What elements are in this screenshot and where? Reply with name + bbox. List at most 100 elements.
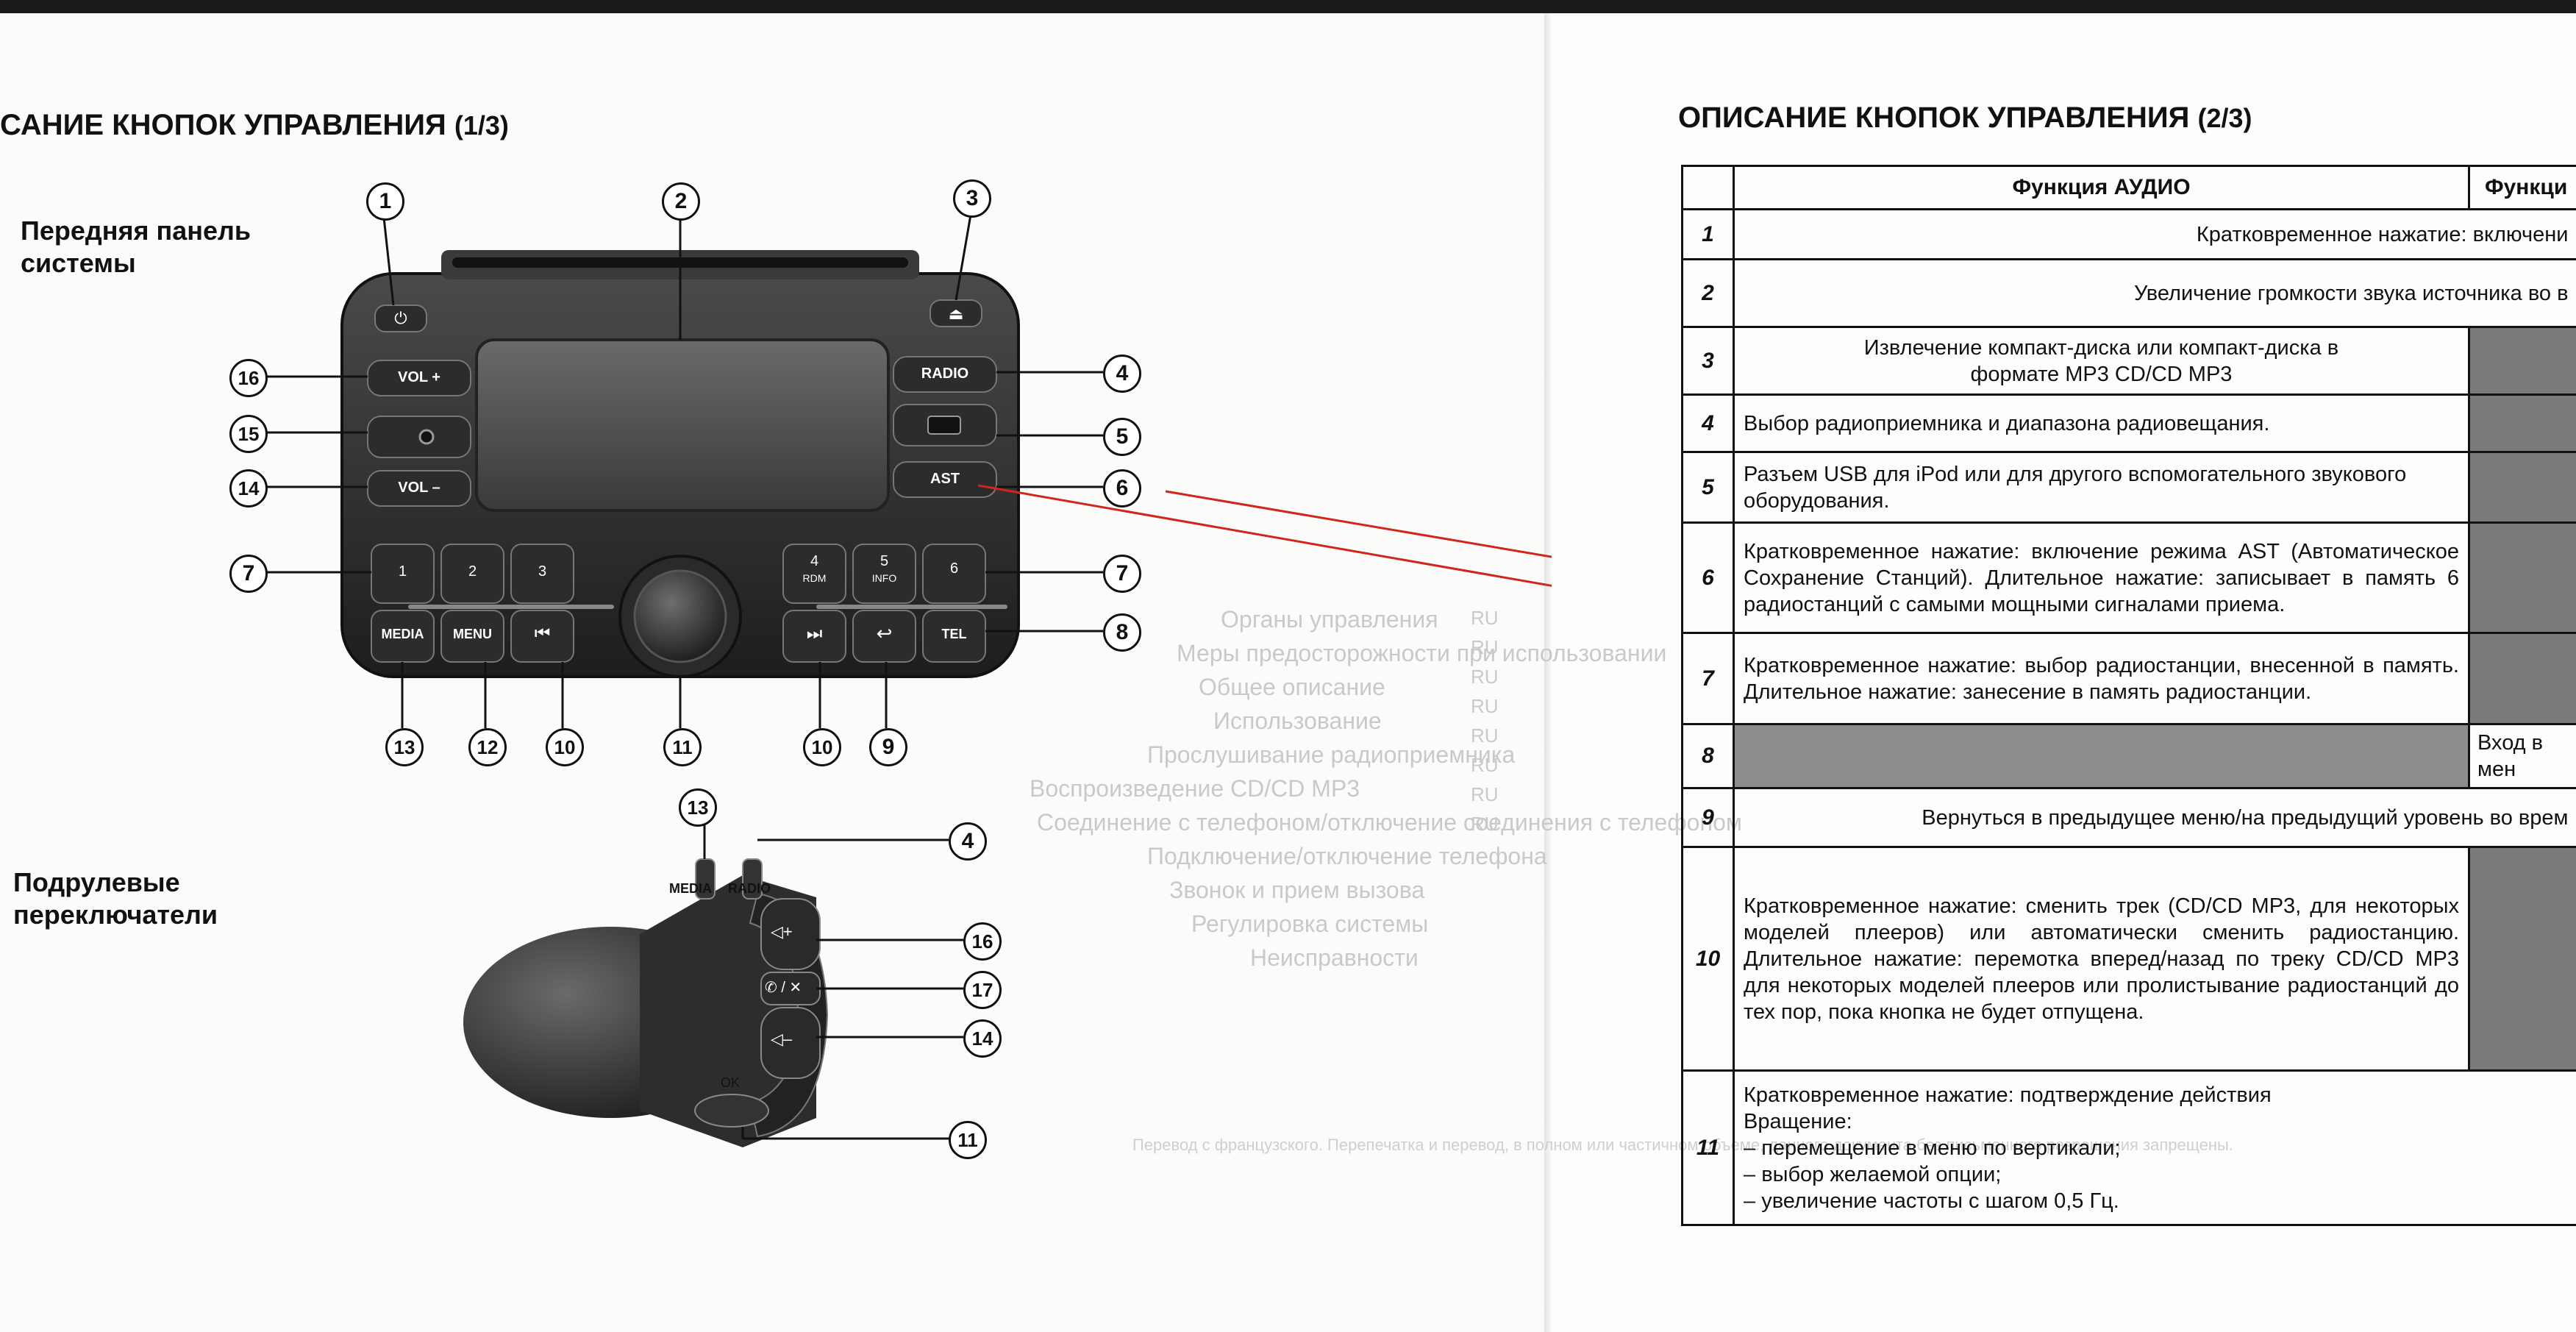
preset-5-button xyxy=(852,544,916,604)
callout-6: 6 xyxy=(1103,469,1141,507)
callout-14: 14 xyxy=(229,469,268,507)
callout-3: 3 xyxy=(953,179,991,218)
preset-4-button xyxy=(782,544,846,604)
callout-4-stalk: 4 xyxy=(949,822,987,861)
callout-14-stalk: 14 xyxy=(963,1019,1002,1058)
preset-3-label: 3 xyxy=(538,563,547,580)
stalk-volume-down xyxy=(760,1007,821,1079)
callout-16-stalk: 16 xyxy=(963,922,1002,961)
radio-button xyxy=(893,356,997,393)
left-page-title: САНИЕ КНОПОК УПРАВЛЕНИЯ (1/3) xyxy=(0,109,509,141)
menu-label: MENU xyxy=(453,627,492,641)
back-icon: ↩ xyxy=(876,622,893,644)
stalk-radio-button xyxy=(742,858,763,900)
stalk-volume-up xyxy=(760,898,821,970)
callout-13-stalk: 13 xyxy=(679,788,717,827)
header-num xyxy=(1681,165,1735,210)
table-row: 9 Вернуться в предыдущее меню/на предыду… xyxy=(1681,787,2576,848)
media-label: MEDIA xyxy=(381,627,424,641)
bleed-through-text: Подключение/отключение телефона xyxy=(1147,843,1547,869)
bleed-through-text: Неисправности xyxy=(1250,944,1419,971)
back-button xyxy=(852,610,916,663)
table-header-row: Функция АУДИО Функци xyxy=(1681,165,2576,210)
tel-label: TEL xyxy=(941,627,967,641)
preset-1-button xyxy=(371,544,435,604)
callout-11: 11 xyxy=(663,728,702,766)
callout-5: 5 xyxy=(1103,418,1141,456)
callout-7-right: 7 xyxy=(1103,555,1141,593)
callout-4: 4 xyxy=(1103,355,1141,393)
callout-leaders xyxy=(265,214,1103,1140)
callout-8: 8 xyxy=(1103,613,1141,652)
aux-jack xyxy=(418,429,435,445)
vol-minus-label: VOL – xyxy=(398,480,440,496)
bleed-through-text: Органы управления xyxy=(1221,606,1438,633)
table-row: 5 Разъем USB для iPod или для другого вс… xyxy=(1681,451,2576,524)
bleed-through-text: Регулировка системы xyxy=(1191,911,1429,937)
header-other: Функци xyxy=(2468,165,2576,210)
vol-minus-button xyxy=(367,470,471,507)
callout-13: 13 xyxy=(385,728,424,766)
power-button xyxy=(374,304,427,332)
radio-diagram xyxy=(265,214,1552,1147)
bleed-through-text: Воспроизведение CD/CD MP3 xyxy=(1030,775,1360,802)
bleed-through-text: Звонок и прием вызова xyxy=(1169,877,1425,903)
callout-2: 2 xyxy=(662,182,700,221)
bleed-through-text: Меры предосторожности при использовании xyxy=(1177,640,1667,666)
preset-2-button xyxy=(440,544,504,604)
chrome-strip xyxy=(816,605,1007,609)
list-item: перемещение в меню по вертикали; xyxy=(1744,1135,2461,1161)
callout-9: 9 xyxy=(869,728,907,766)
stalk-radio-label: RADIO xyxy=(728,881,771,896)
rotary-knob xyxy=(633,569,727,663)
next-track-icon: ⏭ xyxy=(806,624,823,644)
callout-7-left: 7 xyxy=(229,555,268,593)
callout-17: 17 xyxy=(963,971,1002,1009)
callout-10-left: 10 xyxy=(546,728,584,766)
steering-controls-label: Подрулевые переключатели xyxy=(13,867,218,930)
table-row: 10 Кратковременное нажатие: сменить трек… xyxy=(1681,846,2576,1072)
list-item: выбор желаемой опции; xyxy=(1744,1161,2461,1188)
prev-track-button xyxy=(510,610,574,663)
stalk-media-label: MEDIA xyxy=(669,881,712,896)
right-page-title: ОПИСАНИЕ КНОПОК УПРАВЛЕНИЯ (2/3) xyxy=(1678,101,2252,134)
stalk-vol-down-icon: ◁– xyxy=(771,1030,793,1048)
prev-track-icon: ⏮ xyxy=(534,624,551,644)
power-label: ⏻ xyxy=(394,309,407,327)
table-row: 7 Кратковременное нажатие: выбор радиост… xyxy=(1681,632,2576,725)
arrow-to-row-6-upper xyxy=(1165,490,1552,558)
scan-top-edge xyxy=(0,0,2576,13)
stalk-ok-label: OK xyxy=(721,1075,741,1090)
radio-label: RADIO xyxy=(921,366,969,382)
front-panel-label: Передняя панель системы xyxy=(21,216,251,278)
header-audio: Функция АУДИО xyxy=(1733,165,2470,210)
stalk-ok-wheel xyxy=(694,1094,769,1128)
tel-button xyxy=(922,610,986,663)
table-row: 1 Кратковременное нажатие: включени xyxy=(1681,208,2576,260)
bleed-through-text: Соединение с телефоном/отключение соедин… xyxy=(1037,809,1742,836)
preset-3-button xyxy=(510,544,574,604)
stalk-vol-up-icon: ◁+ xyxy=(771,922,793,941)
menu-button xyxy=(440,610,504,663)
callout-12: 12 xyxy=(468,728,507,766)
preset-6-button xyxy=(922,544,986,604)
table-row: 3 Извлечение компакт-диска или компакт-д… xyxy=(1681,326,2576,396)
stalk-phone-mute-icon: ✆ / ✕ xyxy=(765,980,802,996)
usb-port xyxy=(927,416,961,435)
callout-11-stalk: 11 xyxy=(949,1121,987,1159)
preset-1-label: 1 xyxy=(398,563,407,580)
rotation-list: перемещение в меню по вертикали; выбор ж… xyxy=(1744,1135,2461,1214)
bleed-through-text: Использование xyxy=(1213,708,1382,734)
callout-10-right: 10 xyxy=(803,728,841,766)
preset-2-label: 2 xyxy=(468,563,477,580)
chrome-strip xyxy=(408,605,614,609)
vol-plus-button xyxy=(367,360,471,396)
ast-label: AST xyxy=(930,471,960,487)
callout-16: 16 xyxy=(229,359,268,397)
next-track-button xyxy=(782,610,846,663)
list-item: увеличение частоты с шагом 0,5 Гц. xyxy=(1744,1188,2461,1214)
table-row: 2 Увеличение громкости звука источника в… xyxy=(1681,258,2576,328)
